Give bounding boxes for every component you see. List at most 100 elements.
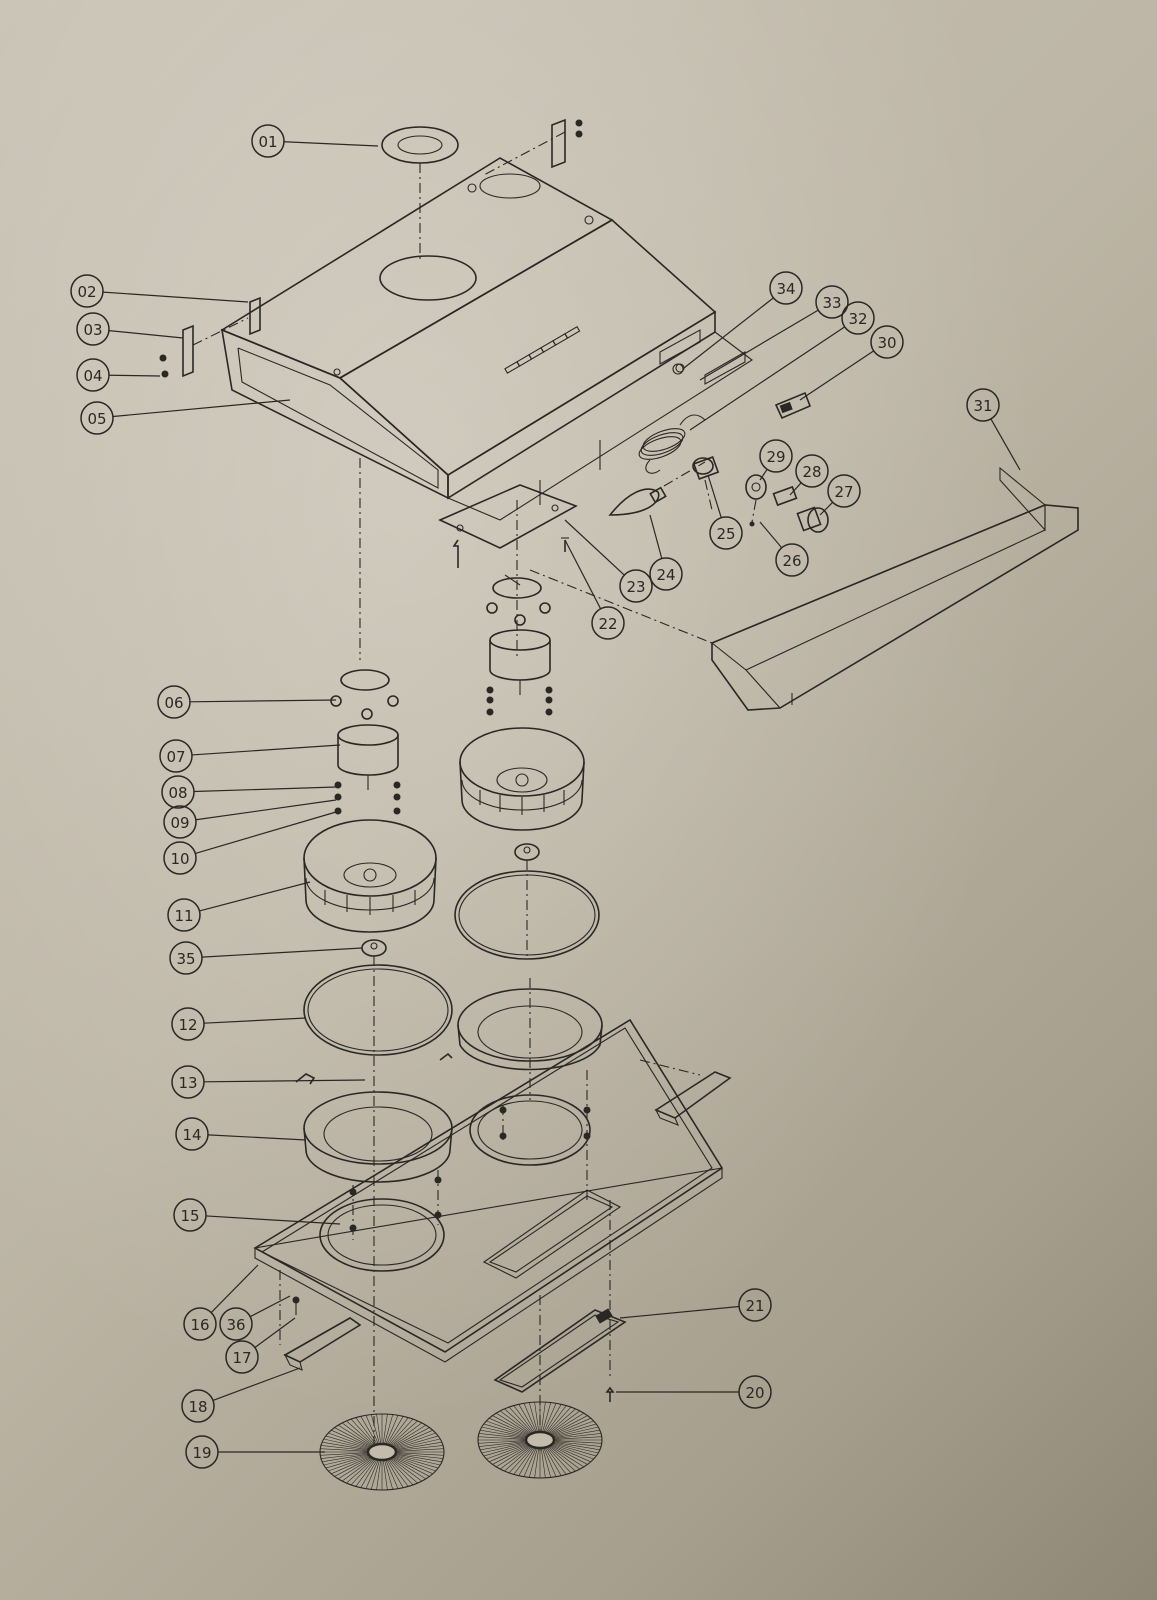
callout-number: 04 bbox=[83, 367, 102, 385]
callout-18: 18 bbox=[181, 1367, 301, 1423]
callout-number: 31 bbox=[973, 397, 992, 415]
callout-circle bbox=[759, 439, 793, 473]
callout-number: 18 bbox=[188, 1398, 207, 1416]
callout-circle bbox=[70, 274, 104, 308]
callout-leader-line bbox=[207, 1134, 307, 1141]
callout-circle bbox=[76, 312, 110, 346]
callout-leader-line bbox=[283, 141, 379, 147]
callout-16: 16 bbox=[183, 1264, 259, 1341]
callout-15: 15 bbox=[173, 1198, 341, 1232]
callout-leader-line bbox=[789, 482, 802, 496]
callout-circle bbox=[251, 124, 285, 158]
callout-34: 34 bbox=[683, 271, 803, 369]
callout-circle bbox=[619, 569, 653, 603]
callout-circle bbox=[76, 358, 110, 392]
callout-number: 28 bbox=[802, 463, 821, 481]
callout-leader-line bbox=[112, 399, 291, 418]
callout-number: 22 bbox=[598, 615, 617, 633]
callout-number: 02 bbox=[77, 283, 96, 301]
callout-03: 03 bbox=[76, 312, 184, 346]
callout-24: 24 bbox=[649, 514, 683, 591]
callout-circle bbox=[171, 1065, 205, 1099]
callout-number: 06 bbox=[164, 694, 183, 712]
callout-leader-line bbox=[759, 521, 783, 549]
electrical-parts bbox=[608, 363, 829, 533]
callout-number: 26 bbox=[782, 552, 801, 570]
callout-12: 12 bbox=[171, 1007, 307, 1041]
callout-26: 26 bbox=[759, 521, 809, 577]
callout-number: 30 bbox=[877, 334, 896, 352]
mounting-plate bbox=[438, 484, 578, 568]
bottom-panel bbox=[253, 1018, 732, 1455]
callout-leader-line bbox=[203, 1017, 307, 1024]
grease-filter bbox=[477, 1401, 603, 1479]
callout-leader-line bbox=[619, 1305, 740, 1319]
callout-leader-line bbox=[819, 501, 834, 516]
callout-circle bbox=[225, 1340, 259, 1374]
duct-collar bbox=[381, 126, 459, 260]
callout-circle bbox=[738, 1375, 772, 1409]
callout-number: 15 bbox=[180, 1207, 199, 1225]
callout-number: 27 bbox=[834, 483, 853, 501]
callout-leader-line bbox=[699, 309, 819, 381]
callout-circle bbox=[167, 898, 201, 932]
callout-circle bbox=[163, 841, 197, 875]
callout-number: 05 bbox=[87, 410, 106, 428]
callout-27: 27 bbox=[819, 474, 861, 516]
callout-circle bbox=[183, 1307, 217, 1341]
callout-leader-line bbox=[201, 947, 363, 958]
callout-leader-line bbox=[564, 539, 602, 610]
callout-leader-line bbox=[212, 1367, 301, 1401]
callout-36: 36 bbox=[219, 1295, 291, 1341]
right-bracket bbox=[481, 118, 583, 177]
callout-leader-line bbox=[564, 519, 625, 576]
callout-leader-line bbox=[193, 786, 337, 793]
grease-filter bbox=[319, 1413, 445, 1491]
wire-bundle bbox=[638, 414, 706, 474]
callout-number: 10 bbox=[170, 850, 189, 868]
callout-number: 32 bbox=[848, 310, 867, 328]
callout-number: 25 bbox=[716, 525, 735, 543]
callout-02: 02 bbox=[70, 274, 249, 308]
callout-08: 08 bbox=[161, 775, 337, 809]
callout-circle bbox=[80, 401, 114, 435]
callout-01: 01 bbox=[251, 124, 379, 158]
callout-13: 13 bbox=[171, 1065, 366, 1099]
callout-number: 19 bbox=[192, 1444, 211, 1462]
callout-number: 20 bbox=[745, 1384, 764, 1402]
callout-number: 01 bbox=[258, 133, 277, 151]
callout-circle bbox=[175, 1117, 209, 1151]
callout-leader-line bbox=[254, 1317, 296, 1349]
callout-number: 08 bbox=[168, 784, 187, 802]
callout-28: 28 bbox=[789, 454, 829, 496]
callout-leader-line bbox=[649, 514, 663, 559]
callout-leader-line bbox=[199, 881, 311, 912]
callout-29: 29 bbox=[759, 439, 793, 481]
callout-35: 35 bbox=[169, 941, 363, 975]
callout-number: 03 bbox=[83, 321, 102, 339]
callout-number: 14 bbox=[182, 1126, 201, 1144]
callout-22: 22 bbox=[564, 539, 625, 640]
callout-leader-line bbox=[689, 326, 846, 431]
callout-11: 11 bbox=[167, 881, 311, 932]
callout-17: 17 bbox=[225, 1317, 296, 1374]
callout-circle bbox=[219, 1307, 253, 1341]
callout-leader-line bbox=[203, 1079, 366, 1083]
callout-33: 33 bbox=[699, 285, 849, 381]
callout-25: 25 bbox=[707, 474, 743, 550]
callout-06: 06 bbox=[157, 685, 337, 719]
callout-04: 04 bbox=[76, 358, 161, 392]
callout-circle bbox=[709, 516, 743, 550]
callout-23: 23 bbox=[564, 519, 653, 603]
callout-number: 35 bbox=[176, 950, 195, 968]
callout-05: 05 bbox=[80, 399, 291, 435]
callout-10: 10 bbox=[163, 811, 337, 875]
callout-leader-line bbox=[195, 811, 337, 855]
callout-07: 07 bbox=[159, 739, 341, 773]
callout-circle bbox=[161, 775, 195, 809]
callout-number: 21 bbox=[745, 1297, 764, 1315]
callout-30: 30 bbox=[799, 325, 904, 401]
